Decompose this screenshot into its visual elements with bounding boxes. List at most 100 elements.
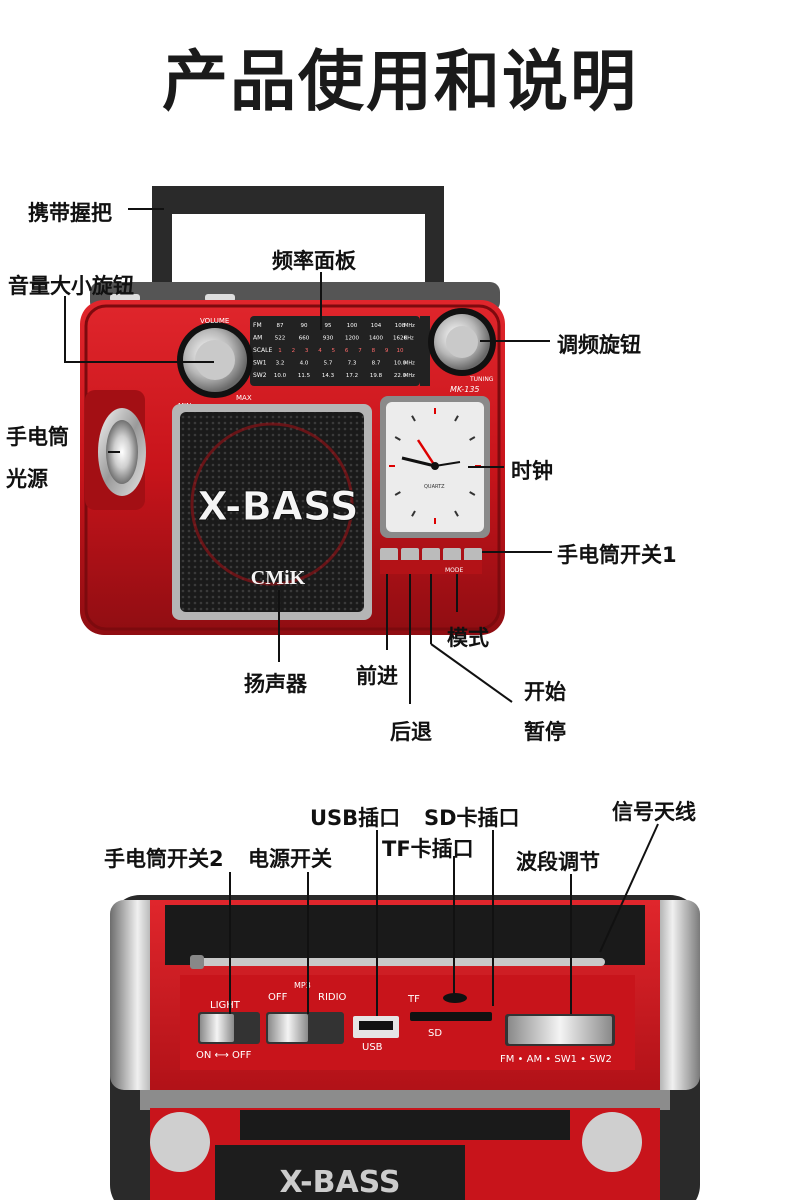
label-power-switch: 电源开关 (248, 847, 332, 871)
dial-value: 10 (397, 348, 404, 354)
dial-value: 8.7 (372, 361, 381, 367)
brand-logo: CMiK (251, 567, 306, 589)
svg-text:LIGHT: LIGHT (210, 1000, 241, 1011)
svg-text:SD: SD (428, 1028, 442, 1039)
clock-tick (411, 415, 416, 422)
svg-text:MAX: MAX (236, 394, 252, 402)
callout-line-freq (320, 272, 322, 330)
speaker-grill (172, 404, 372, 620)
volume-knob (177, 322, 253, 398)
label-forward: 前进 (356, 664, 398, 688)
clock-tick (469, 436, 476, 441)
dial-value: 660 (299, 336, 310, 342)
dial-value: 1400 (369, 336, 383, 342)
dial-value: 9 (385, 348, 389, 354)
svg-text:ON ⟷ OFF: ON ⟷ OFF (196, 1050, 252, 1061)
callout-line-speaker (278, 590, 280, 662)
callout-line-power (307, 872, 309, 1014)
flashlight-lamp (98, 408, 146, 496)
callout-line-play (430, 574, 432, 644)
dial-band-label: SW2 (253, 372, 267, 379)
dial-value: 2 (292, 348, 296, 354)
antenna (190, 955, 605, 969)
dial-value: 6 (345, 348, 349, 354)
tuning-knob (428, 308, 496, 376)
dial-value: 522 (275, 336, 286, 342)
callout-line-clock (468, 466, 504, 468)
dial-value: 104 (371, 323, 382, 329)
svg-text:OFF: OFF (268, 992, 288, 1003)
callout-line-switch2 (229, 872, 231, 1014)
dial-value: 1620 (393, 336, 407, 342)
label-flashlight-source-1: 手电筒 (6, 425, 69, 449)
dial-value: 930 (323, 336, 334, 342)
dial-value: 7.3 (348, 361, 357, 367)
power-switch (266, 1012, 344, 1044)
dial-value: 4 (318, 348, 322, 354)
callout-line-mode (456, 574, 458, 612)
dial-value: 11.5 (298, 373, 311, 379)
dial-value: 5 (332, 348, 336, 354)
carry-handle (152, 186, 444, 300)
band-switch (505, 1014, 615, 1046)
svg-text:MK-135: MK-135 (450, 385, 480, 394)
dial-band-label: SCALE (253, 347, 272, 354)
label-flashlight-switch-2: 手电筒开关2 (104, 847, 224, 871)
clock-tick (454, 415, 459, 422)
volume-mark: VOLUME (200, 317, 229, 325)
label-flashlight-source-2: 光源 (6, 467, 48, 491)
label-usb-port: USB插口 (310, 806, 401, 830)
dial-unit: MHz (404, 361, 415, 367)
dial-value: 10.0 (394, 361, 407, 367)
dial-value: 17.2 (346, 373, 358, 379)
dial-value: 8 (372, 348, 376, 354)
dial-unit: MHz (404, 373, 415, 379)
svg-text:TF: TF (407, 994, 420, 1005)
callout-line-backward (409, 574, 411, 704)
label-frequency-panel: 频率面板 (272, 249, 356, 273)
callout-curve-play (108, 451, 513, 703)
label-tuning-knob: 调频旋钮 (557, 333, 641, 357)
label-mode: 模式 (447, 626, 489, 650)
dial-value: 4.0 (300, 361, 309, 367)
svg-text:RIDIO: RIDIO (318, 992, 347, 1003)
svg-text:TUNING: TUNING (469, 376, 494, 383)
light-switch (198, 1012, 260, 1044)
svg-text:MODE: MODE (445, 567, 464, 574)
dial-value: 87 (277, 323, 284, 329)
dial-value: 22.0 (394, 373, 407, 379)
dial-value: 1200 (345, 336, 359, 342)
clock-tick (411, 510, 416, 517)
label-flashlight-switch-1: 手电筒开关1 (557, 543, 677, 567)
callout-line-forward (386, 574, 388, 650)
callout-line-sd (492, 830, 494, 1006)
speaker-logo: X-BASS (197, 484, 358, 530)
dial-band-label: SW1 (253, 360, 267, 367)
dial-value: 19.8 (370, 373, 383, 379)
dial-value: 108 (395, 323, 406, 329)
callout-line-switch1 (482, 551, 552, 553)
label-tf-port: TF卡插口 (382, 837, 474, 861)
svg-text:FM • AM • SW1 • SW2: FM • AM • SW1 • SW2 (500, 1054, 612, 1065)
label-sd-port: SD卡插口 (424, 806, 520, 830)
dial-value: 5.7 (324, 361, 333, 367)
label-handle: 携带握把 (28, 201, 112, 225)
dial-unit: KHz (404, 336, 414, 342)
dial-band-label: AM (253, 335, 262, 342)
dial-value: 7 (358, 348, 362, 354)
svg-text:MP3: MP3 (294, 981, 311, 990)
callout-line-tuning (480, 340, 550, 342)
callout-line-usb (376, 830, 378, 1016)
usb-port (353, 1016, 399, 1038)
clock-face (380, 396, 490, 538)
dial-value: 3.2 (276, 361, 285, 367)
dial-value: 1 (278, 348, 282, 354)
label-clock: 时钟 (511, 459, 553, 483)
control-buttons (380, 548, 482, 574)
callout-line-band (570, 874, 572, 1014)
callout-line-volume-h (64, 361, 214, 363)
label-antenna: 信号天线 (612, 800, 696, 824)
label-speaker: 扬声器 (244, 672, 307, 696)
